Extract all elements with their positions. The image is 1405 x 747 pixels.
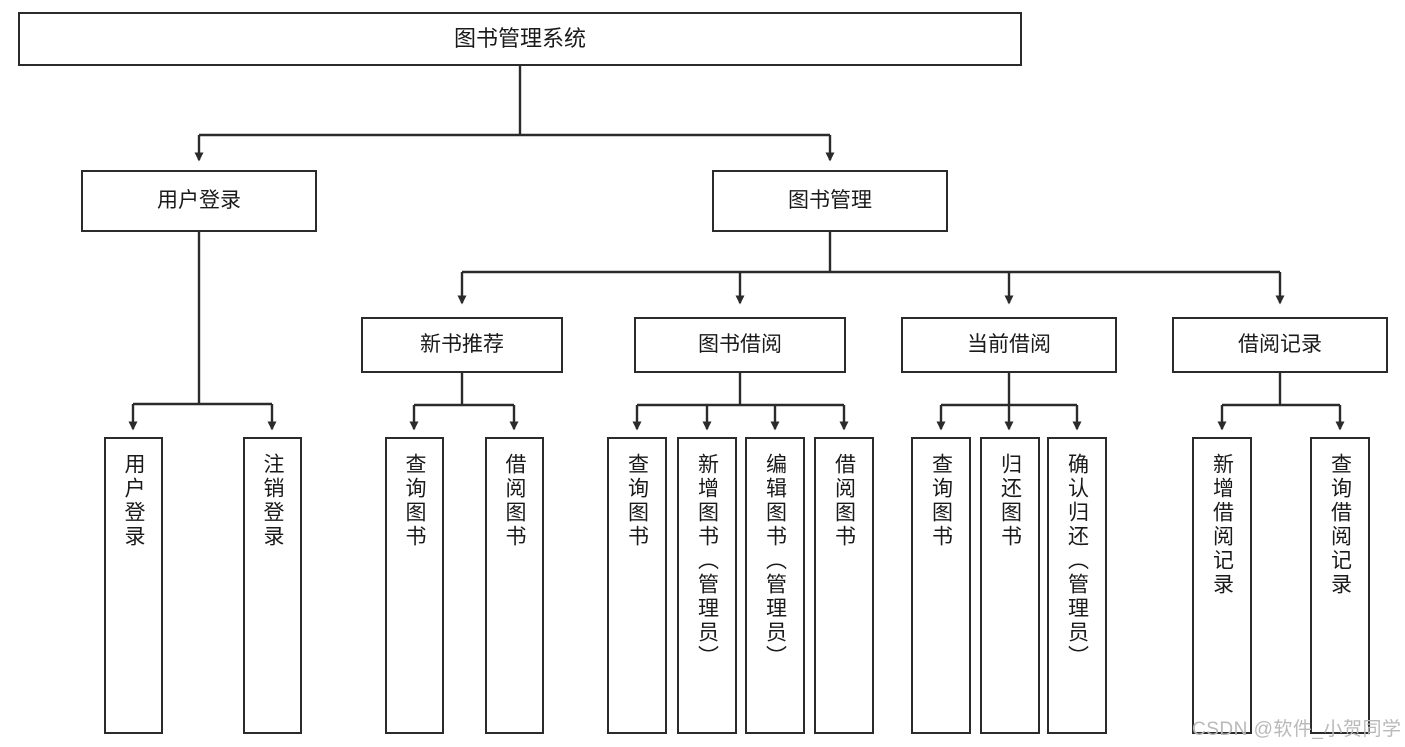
node-new-book-recommend-label: 新书推荐 [420,332,504,356]
leaf-current-query[interactable]: 查询图书 [911,437,971,734]
leaf-borrow-borrow-book-label: 借阅图书 [832,453,856,549]
node-current-borrow-label: 当前借阅 [967,332,1051,356]
leaf-current-confirm-return-label: 确认归还（管理员） [1065,453,1089,669]
leaf-borrow-add-book-label: 新增图书（管理员） [695,453,719,669]
leaf-user-login-signout[interactable]: 注销登录 [243,437,302,734]
node-user-login-label: 用户登录 [157,188,241,212]
node-book-borrow-label: 图书借阅 [698,332,782,356]
node-borrow-records-label: 借阅记录 [1238,332,1322,356]
leaf-records-add[interactable]: 新增借阅记录 [1192,437,1252,734]
leaf-current-confirm-return[interactable]: 确认归还（管理员） [1047,437,1107,734]
leaf-current-return[interactable]: 归还图书 [980,437,1040,734]
leaf-new-book-borrow-label: 借阅图书 [503,453,526,549]
leaf-new-book-borrow[interactable]: 借阅图书 [485,437,544,734]
leaf-current-query-label: 查询图书 [929,453,953,549]
node-new-book-recommend[interactable]: 新书推荐 [361,317,563,373]
leaf-borrow-query-label: 查询图书 [625,453,649,549]
leaf-new-book-query[interactable]: 查询图书 [385,437,444,734]
leaf-records-query-label: 查询借阅记录 [1328,453,1352,597]
leaf-current-return-label: 归还图书 [998,453,1022,549]
leaf-borrow-edit-book-label: 编辑图书（管理员） [763,453,787,669]
leaf-user-login-signin-label: 用户登录 [122,453,145,549]
node-user-login[interactable]: 用户登录 [81,170,317,232]
node-book-management[interactable]: 图书管理 [712,170,948,232]
leaf-user-login-signin[interactable]: 用户登录 [104,437,163,734]
node-book-management-label: 图书管理 [788,188,872,212]
leaf-borrow-add-book[interactable]: 新增图书（管理员） [677,437,737,734]
leaf-user-login-signout-label: 注销登录 [261,453,284,549]
leaf-records-query[interactable]: 查询借阅记录 [1310,437,1370,734]
node-book-borrow[interactable]: 图书借阅 [634,317,846,373]
node-current-borrow[interactable]: 当前借阅 [901,317,1117,373]
leaf-records-add-label: 新增借阅记录 [1210,453,1234,597]
leaf-new-book-query-label: 查询图书 [403,453,426,549]
leaf-borrow-edit-book[interactable]: 编辑图书（管理员） [745,437,805,734]
leaf-borrow-query[interactable]: 查询图书 [607,437,667,734]
node-root[interactable]: 图书管理系统 [18,12,1022,66]
node-borrow-records[interactable]: 借阅记录 [1172,317,1388,373]
leaf-borrow-borrow-book[interactable]: 借阅图书 [814,437,874,734]
node-root-label: 图书管理系统 [453,26,586,52]
